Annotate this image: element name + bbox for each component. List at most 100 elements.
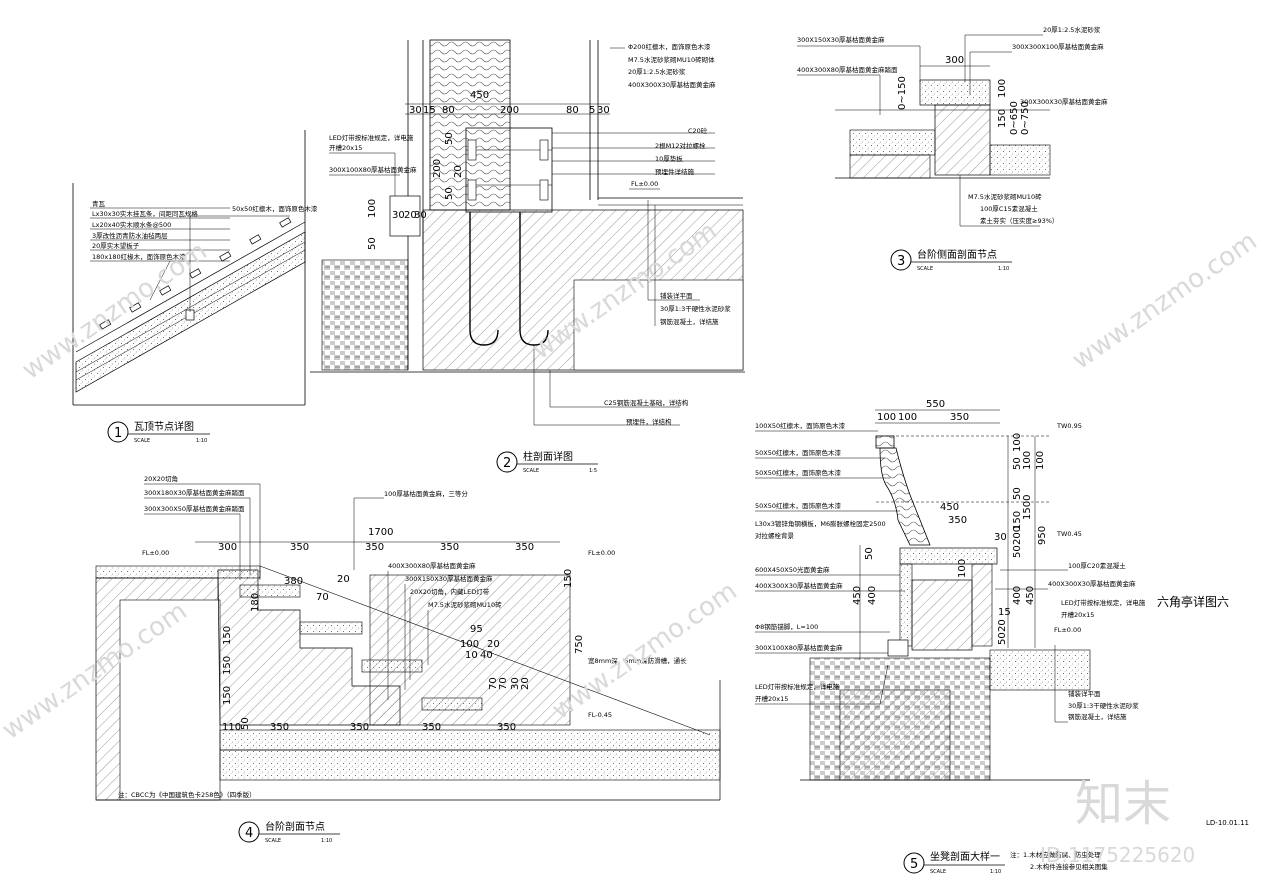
dim-label: 1700 bbox=[368, 527, 393, 538]
bench-note: 100厚C20素混凝土 bbox=[1068, 561, 1126, 570]
elevation-mark: FL±0.00 bbox=[142, 549, 169, 557]
dim-label: 150 bbox=[222, 626, 233, 645]
bench-note: LED灯带按标准规定，详电施 bbox=[1061, 598, 1146, 607]
detail-4-step-section: 1700 300 350 350 350 350 380 20 70 180 1… bbox=[95, 474, 721, 844]
dim-label: 450 bbox=[940, 502, 959, 513]
detail-number: 4 bbox=[245, 826, 253, 841]
detail-3-title-block: 3 台阶侧面剖面节点 SCALE 1:10 bbox=[890, 248, 1012, 272]
step-note: M7.5水泥砂浆砌MU10砖 bbox=[428, 600, 502, 609]
dim-label: 50 bbox=[1012, 545, 1023, 558]
dim-label: 150 bbox=[222, 686, 233, 705]
bench-note: 400X300X30厚基枯面黄金麻 bbox=[755, 581, 843, 590]
dim-label: 380 bbox=[284, 576, 303, 587]
bench-note: 铺装详平面 bbox=[1068, 689, 1101, 698]
bench-footnote: 2.木构件连接参见相关图集 bbox=[1030, 862, 1108, 871]
dim-label: 20 bbox=[337, 574, 350, 585]
column-note: 预埋件详结施 bbox=[655, 167, 695, 176]
column-note: 30厚1:3干硬性水泥砂浆 bbox=[660, 304, 731, 313]
roof-note: Lx30x30实木挂瓦条，间距同瓦规格 bbox=[92, 209, 198, 218]
column-note: 10厚垫板 bbox=[655, 154, 683, 163]
stone-cap bbox=[389, 195, 421, 237]
dim-label: 350 bbox=[948, 515, 967, 526]
detail-number: 3 bbox=[897, 254, 905, 269]
elevation-mark: FL±0.00 bbox=[588, 549, 615, 557]
dim-label: 30 bbox=[409, 105, 422, 116]
dim-label: 750 bbox=[574, 635, 585, 654]
detail-number: 1 bbox=[114, 426, 122, 441]
step-note: 20X20切角 bbox=[144, 474, 178, 483]
bench-note: Φ8钢筋锚脚，L=100 bbox=[755, 622, 818, 631]
dim-label: 350 bbox=[515, 542, 534, 553]
dim-label: 0~650 bbox=[1009, 101, 1020, 135]
watermark-id: ID:1175225620 bbox=[1040, 843, 1195, 867]
column-note: 400X300X30厚基枯面黄金麻 bbox=[628, 80, 716, 89]
dim-label: 0~750 bbox=[1020, 101, 1031, 135]
dim-label: 150 bbox=[222, 656, 233, 675]
dim-label: 70 bbox=[488, 677, 499, 690]
bench-note: LED灯带按标准规定，详电施 bbox=[755, 682, 840, 691]
detail-title: 台阶剖面节点 bbox=[265, 820, 325, 833]
dim-label: 30 bbox=[392, 210, 405, 221]
step-side-note: 300X150X30厚基枯面黄金麻 bbox=[797, 35, 885, 44]
dim-label: 100 bbox=[1012, 433, 1023, 452]
elevation-mark: FL±0.00 bbox=[631, 180, 658, 188]
detail-1-title-block: 1 瓦顶节点详图 SCALE 1:10 bbox=[107, 420, 210, 444]
svg-text:SCALE: SCALE bbox=[134, 438, 150, 444]
bench-note: 100X50红檩木，面饰原色木漆 bbox=[755, 421, 846, 430]
column-note: 预埋件，详结构 bbox=[626, 417, 672, 426]
bench-note: 50X50红檩木，面饰原色木漆 bbox=[755, 501, 841, 510]
dim-label: 150 bbox=[563, 569, 574, 588]
dim-label: 15 bbox=[423, 105, 436, 116]
dim-label: 50 bbox=[367, 237, 378, 250]
dim-label: 300 bbox=[945, 55, 964, 66]
detail-1-roof-tile: 青瓦 Lx30x30实木挂瓦条，间距同瓦规格 Lx20x40实木顺水条@500 … bbox=[72, 130, 318, 444]
dim-label: 50 bbox=[1012, 487, 1023, 500]
dim-label: 30 bbox=[597, 105, 610, 116]
svg-text:1:10: 1:10 bbox=[196, 438, 207, 444]
dim-label: 100 bbox=[877, 412, 896, 423]
step-footnote: 注：CBCC为《中国建筑色卡258色》（四季版） bbox=[118, 790, 256, 799]
dim-label: 95 bbox=[470, 624, 483, 635]
elevation-mark: TW0.45 bbox=[1056, 530, 1082, 538]
column-note: 钢筋混凝土，详结施 bbox=[660, 317, 719, 326]
svg-text:SCALE: SCALE bbox=[917, 266, 933, 272]
dim-label: 180 bbox=[250, 593, 261, 612]
dim-label: 50 bbox=[997, 632, 1008, 645]
dim-label: 350 bbox=[290, 542, 309, 553]
dim-label: 350 bbox=[270, 722, 289, 733]
step-note: 宽8mm深，5mm深防滑槽，通长 bbox=[588, 656, 687, 665]
bench-back bbox=[879, 447, 931, 546]
bench-rail bbox=[875, 435, 895, 449]
elevation-mark: TW0.95 bbox=[1056, 422, 1082, 430]
dim-label: 20 bbox=[997, 619, 1008, 632]
dim-label: 550 bbox=[926, 399, 945, 410]
detail-title: 瓦顶节点详图 bbox=[134, 420, 194, 433]
step-side-note: 20厚1:2.5水泥砂浆 bbox=[1043, 25, 1101, 34]
dim-label: 80 bbox=[566, 105, 579, 116]
bench-note: 300X100X80厚基枯面黄金麻 bbox=[755, 643, 843, 652]
column-note: C20砼 bbox=[688, 126, 708, 135]
step-note: 20X20切角，内藏LED灯带 bbox=[410, 587, 490, 596]
dim-label: 30 bbox=[510, 677, 521, 690]
column-note: Φ200红檩木，面饰原色木漆 bbox=[628, 42, 711, 51]
column-note: 300X100X80厚基枯面黄金麻 bbox=[329, 165, 417, 174]
step-note: 300X300X50厚基枯面黄金麻踏面 bbox=[144, 504, 245, 513]
anchor-bolt bbox=[469, 212, 499, 346]
dim-label: 100 bbox=[367, 199, 378, 218]
dim-label: 70 bbox=[498, 677, 509, 690]
svg-text:SCALE: SCALE bbox=[930, 869, 946, 875]
bench-note: 30厚1:3干硬性水泥砂浆 bbox=[1068, 701, 1139, 710]
elevation-mark: FL±0.00 bbox=[1054, 626, 1081, 634]
dim-label: 20 bbox=[404, 210, 417, 221]
elevation-mark: FL-0.45 bbox=[588, 711, 612, 719]
dim-label: 200 bbox=[500, 105, 519, 116]
svg-text:SCALE: SCALE bbox=[523, 468, 539, 474]
dim-label: 950 bbox=[1037, 526, 1048, 545]
dim-label: 50 bbox=[444, 132, 455, 145]
bench-note: 400X300X30厚基枯面黄金麻 bbox=[1048, 579, 1136, 588]
dim-label: 100 bbox=[1022, 451, 1033, 470]
dim-label: 30 bbox=[414, 210, 427, 221]
step-side-note: M7.5水泥砂浆砌MU10砖 bbox=[968, 192, 1042, 201]
dim-label: 450 bbox=[852, 586, 863, 605]
roof-note: 180x180红椽木，面饰原色木漆 bbox=[92, 252, 186, 261]
